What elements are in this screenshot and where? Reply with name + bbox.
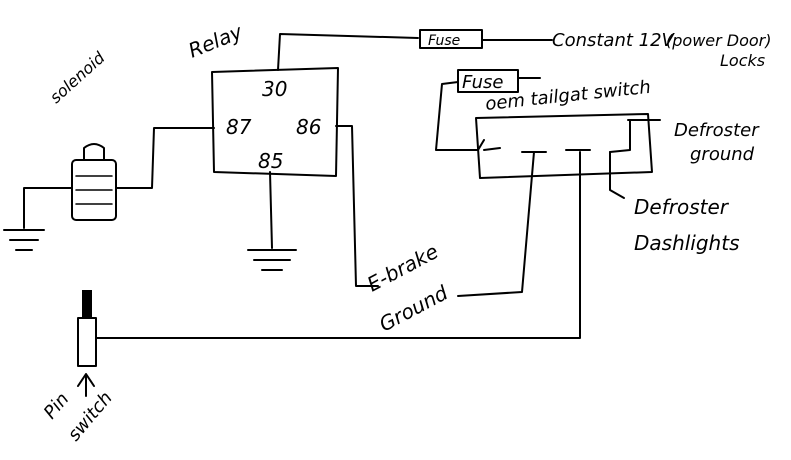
relay-pin-30: 30 [262, 77, 287, 101]
pin-switch-label-1: Pin [40, 389, 74, 423]
defroster-dash-label-1: Defroster [634, 195, 730, 219]
power-door-locks-label-1: (power Door) [666, 31, 772, 50]
relay-pin-86: 86 [296, 115, 321, 139]
wire-switch-to-ebrake [457, 151, 535, 297]
wire-solenoid-to-ground [23, 187, 73, 229]
wire-switch-to-pin [95, 151, 581, 339]
switch-contact-1 [483, 119, 631, 153]
relay-label: Relay [185, 19, 247, 63]
wire-30-to-fuse [277, 33, 419, 71]
wire-defroster-dash [609, 151, 625, 199]
constant-12v-label: Constant 12V [552, 30, 676, 51]
power-door-locks-label-2: Locks [720, 51, 765, 70]
solenoid-label: solenoid [46, 47, 109, 106]
wire-85-to-ground [269, 171, 273, 249]
ground-symbol-relay [247, 249, 297, 271]
ground-symbol-solenoid [3, 229, 45, 251]
pin-switch-icon [77, 290, 97, 367]
wire-87-to-solenoid [115, 127, 215, 189]
wire-fuse-mid-to-switch [435, 81, 485, 151]
wire-86-to-ebrake [335, 125, 379, 287]
relay-pin-87: 87 [226, 115, 252, 139]
oem-switch-box [475, 113, 653, 179]
defroster-ground-label-1: Defroster [674, 120, 760, 141]
relay-box [211, 67, 339, 177]
solenoid-icon [71, 143, 117, 221]
defroster-ground-label-2: ground [690, 144, 755, 165]
fuse-mid-box [457, 69, 519, 93]
fuse-mid-label: Fuse [462, 72, 503, 93]
relay-pin-85: 85 [258, 149, 283, 173]
oem-switch-label: oem tailgat switch [484, 77, 651, 115]
defroster-dash-label-2: Dashlights [634, 231, 740, 255]
pin-switch-arrow [77, 373, 95, 397]
pin-switch-label-2: switch [64, 388, 117, 446]
fuse-top-label: Fuse [428, 33, 460, 49]
